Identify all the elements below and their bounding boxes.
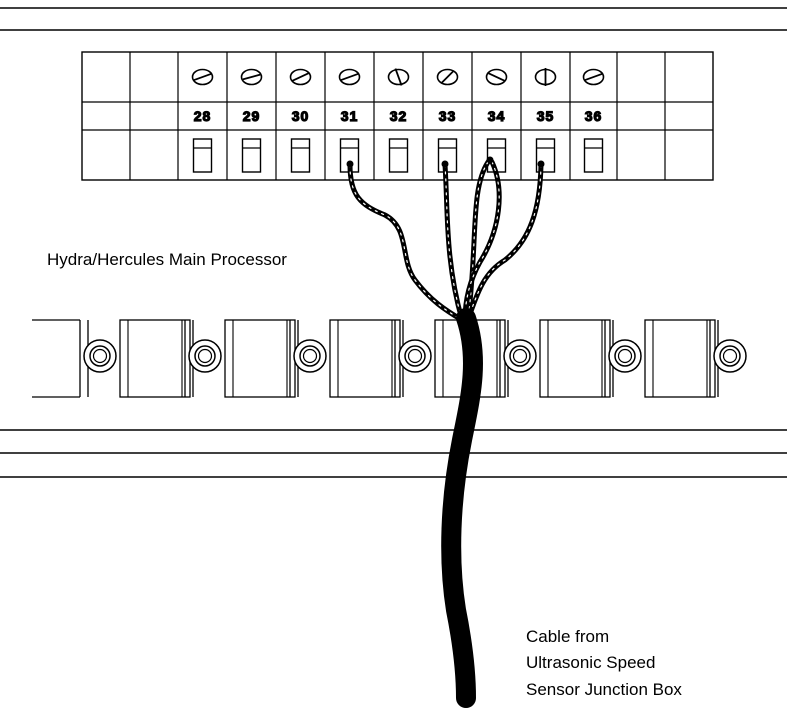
- ring-terminal-inner: [92, 348, 108, 364]
- wire-entry: [441, 160, 449, 168]
- rail-block-body: [644, 319, 716, 398]
- terminal-clamp: [290, 138, 311, 173]
- screw-icon: [436, 68, 459, 86]
- cable-label-line-1: Cable from: [526, 627, 610, 646]
- terminal-number-31: 31: [341, 108, 359, 124]
- screw-icon: [534, 68, 557, 86]
- processor-label: Hydra/Hercules Main Processor: [47, 250, 287, 269]
- wire-strand: [442, 162, 465, 323]
- screw-icon: [240, 68, 263, 86]
- screw-slot: [584, 73, 603, 81]
- cable-label-line-2: Ultrasonic Speed: [526, 653, 656, 672]
- ring-terminal-inner: [722, 348, 738, 364]
- main-cable: [441, 308, 483, 708]
- wire-entry: [486, 156, 494, 164]
- screw-slot: [242, 73, 261, 81]
- screw-slot: [340, 73, 359, 81]
- cable-label-line-3: Sensor Junction Box: [526, 680, 682, 699]
- terminal-clamp: [388, 138, 409, 173]
- rail-block-body: [119, 319, 191, 398]
- screw-slot: [440, 69, 455, 85]
- wire-twist: [349, 164, 463, 321]
- terminal-number-34: 34: [488, 108, 506, 124]
- screw-icon: [387, 68, 410, 86]
- terminal-clamp: [583, 138, 604, 173]
- wire-twist: [467, 164, 542, 321]
- ring-terminal-inner: [302, 348, 318, 364]
- terminal-clamp: [241, 138, 262, 173]
- terminal-number-29: 29: [243, 108, 261, 124]
- screw-slot: [193, 73, 212, 81]
- ring-terminal-inner: [407, 348, 423, 364]
- terminal-number-36: 36: [585, 108, 603, 124]
- wire-twist: [444, 164, 463, 321]
- terminal-number-35: 35: [537, 108, 555, 124]
- rail-block-body: [539, 319, 611, 398]
- terminal-clamp: [192, 138, 213, 173]
- screw-slot: [291, 72, 310, 82]
- rail-block-body: [329, 319, 401, 398]
- wire-entry: [346, 160, 354, 168]
- screw-slot: [394, 68, 403, 86]
- terminal-block-frame: [81, 51, 714, 181]
- wire-twist: [464, 161, 500, 321]
- connector-rail: [32, 319, 747, 398]
- wire-twist: [467, 161, 489, 321]
- terminal-number-32: 32: [390, 108, 408, 124]
- terminal-number-30: 30: [292, 108, 310, 124]
- screw-icon: [289, 68, 312, 86]
- cable-wires: [346, 156, 545, 708]
- ring-terminal-inner: [512, 348, 528, 364]
- ring-terminal-inner: [197, 348, 213, 364]
- screw-slot: [487, 72, 506, 82]
- screw-icon: [191, 68, 214, 86]
- screw-icon: [485, 68, 508, 86]
- wire-entry: [537, 160, 545, 168]
- screw-icon: [582, 68, 605, 86]
- terminal-block: 28 29 30 31 32 33 34 35 36: [81, 51, 714, 181]
- terminal-number-28: 28: [194, 108, 212, 124]
- rail-block-body: [224, 319, 296, 398]
- ring-terminal-inner: [617, 348, 633, 364]
- terminal-number-33: 33: [439, 108, 457, 124]
- screw-icon: [338, 68, 361, 86]
